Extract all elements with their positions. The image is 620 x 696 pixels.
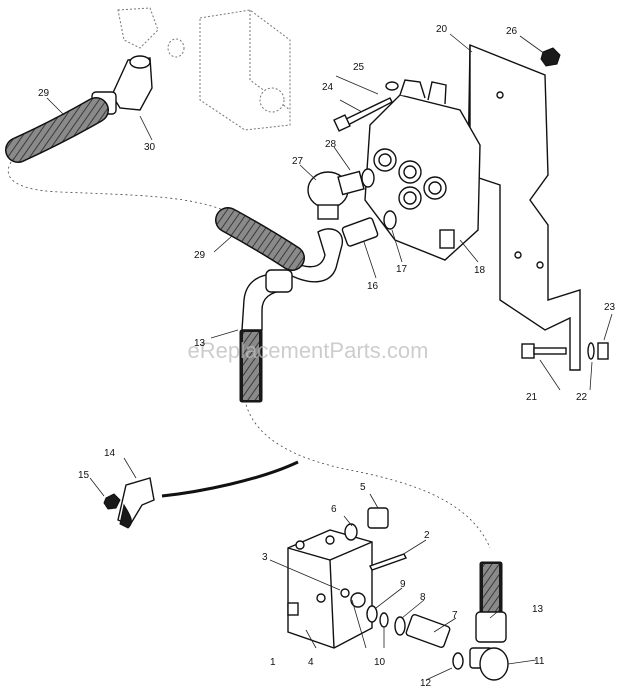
washer-22: [587, 342, 595, 360]
callout-20: 20: [436, 24, 448, 35]
ghost-fitting: [117, 7, 185, 58]
callout-22: 22: [576, 392, 588, 403]
hose-routing-line: [161, 460, 299, 498]
mounting-bracket-20: [467, 43, 581, 371]
callout-21: 21: [526, 392, 538, 403]
callout-4: 4: [308, 657, 314, 668]
elbow-fitting-11: [469, 647, 509, 681]
o-ring-8: [394, 616, 406, 636]
hydraulic-hose-13-lower: [475, 561, 507, 643]
valve-body-1: [287, 529, 373, 649]
callout-9: 9: [400, 579, 406, 590]
callout-17: 17: [396, 264, 408, 275]
callout-28: 28: [325, 139, 337, 150]
callout-29-upper: 29: [38, 88, 50, 99]
callout-13-lower: 13: [532, 604, 544, 615]
callout-12: 12: [420, 678, 432, 689]
leader-lines: [46, 33, 613, 681]
adapter-fitting-7: [405, 613, 451, 649]
plug-3: [340, 588, 350, 598]
hose-clamp-14: [117, 477, 155, 529]
nut-23: [597, 342, 609, 360]
callout-5: 5: [360, 482, 366, 493]
callout-23: 23: [604, 302, 616, 313]
callout-25: 25: [353, 62, 365, 73]
o-ring-10: [379, 612, 389, 628]
callout-11: 11: [534, 656, 545, 667]
screw-2: [369, 553, 407, 571]
route-line-center: [243, 394, 491, 549]
callout-1: 1: [270, 657, 276, 668]
o-ring-9: [366, 605, 378, 623]
plug-5: [367, 507, 389, 529]
ghost-valve-block: [199, 9, 291, 131]
callout-18: 18: [474, 265, 486, 276]
adapter-fitting-28: [337, 168, 375, 196]
callout-2: 2: [424, 530, 430, 541]
plug-4: [316, 593, 326, 603]
nut-26: [540, 47, 561, 67]
route-line-top: [7, 157, 229, 213]
callout-30: 30: [144, 142, 156, 153]
watermark-text: eReplacementParts.com: [188, 338, 429, 363]
hydraulic-hose-29-lower: [215, 207, 305, 271]
o-ring-6: [344, 523, 358, 541]
callout-6: 6: [331, 504, 337, 515]
callout-7: 7: [452, 610, 458, 621]
callout-10: 10: [374, 657, 386, 668]
callout-13-upper: 13: [194, 338, 206, 349]
callout-29-lower: 29: [194, 250, 206, 261]
nut-15: [103, 493, 121, 510]
tube-elbow: [289, 228, 344, 283]
hydraulic-hose-29-upper: [5, 97, 109, 163]
callout-15: 15: [78, 470, 90, 481]
callout-27: 27: [292, 156, 304, 167]
o-ring-17: [383, 210, 397, 230]
adapter-fitting-16: [341, 217, 379, 247]
bolt-24: [333, 97, 393, 132]
callout-8: 8: [420, 592, 426, 603]
o-ring-12: [452, 652, 464, 670]
hydraulic-hose-13-upper: [239, 269, 293, 403]
washer-25: [385, 81, 399, 91]
callout-26: 26: [506, 26, 518, 37]
bolt-21: [521, 343, 567, 359]
callout-24: 24: [322, 82, 334, 93]
callout-16: 16: [367, 281, 379, 292]
callout-14: 14: [104, 448, 116, 459]
callout-3: 3: [262, 552, 268, 563]
